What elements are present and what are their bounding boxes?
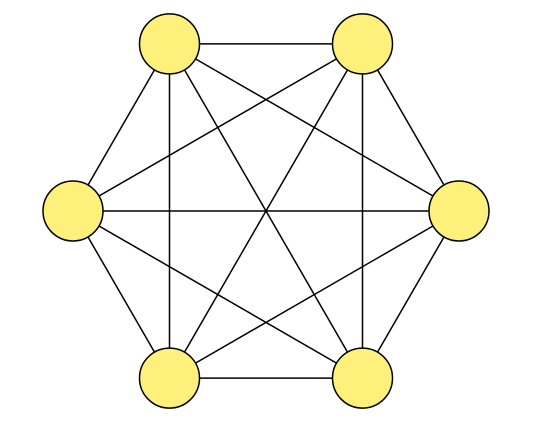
graph-node-1	[138, 13, 201, 75]
graph-node-4	[331, 347, 394, 409]
graph-edge-3-4	[361, 210, 460, 379]
graph-edge-4-6	[72, 210, 363, 379]
graph-node-2	[331, 13, 394, 75]
edges-group	[72, 43, 460, 379]
graph-edge-5-6	[72, 210, 171, 379]
nodes-group	[42, 13, 490, 409]
graph-node-5	[138, 347, 201, 409]
graph-edge-2-6	[72, 43, 363, 212]
graph-edge-3-5	[169, 210, 460, 379]
graph-edge-2-3	[361, 43, 460, 212]
graph-node-6	[42, 180, 104, 242]
graph-edge-1-6	[72, 43, 171, 212]
graph-node-3	[428, 180, 490, 242]
